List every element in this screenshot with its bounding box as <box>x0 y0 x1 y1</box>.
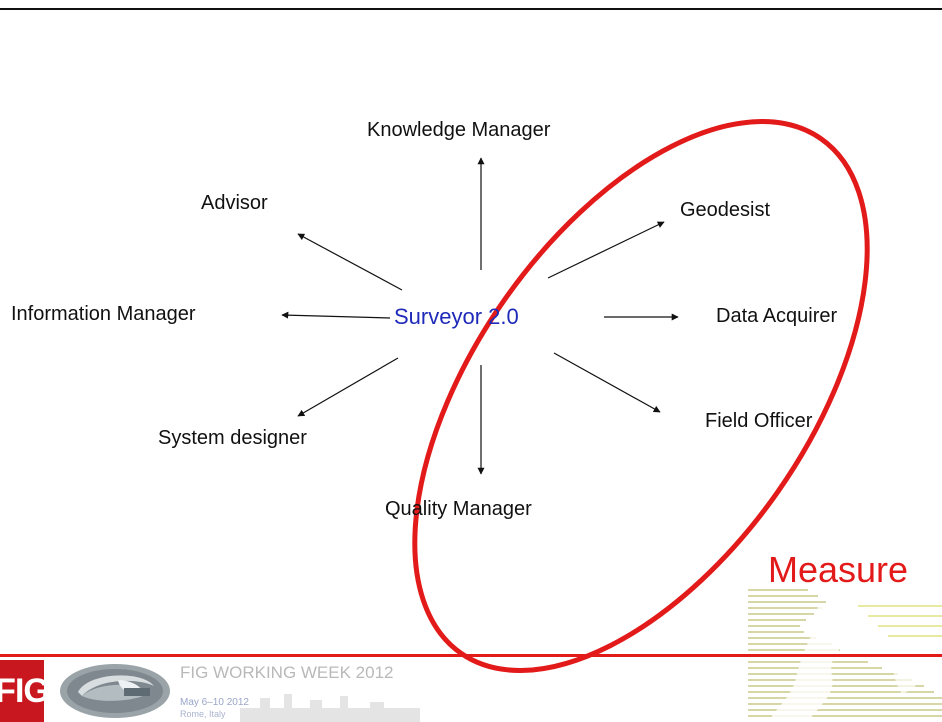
arrow-to-system-designer <box>297 357 399 417</box>
center-surveyor: Surveyor 2.0 <box>394 304 519 329</box>
colosseum-emblem-icon <box>58 662 172 720</box>
role-geodesist: Geodesist <box>680 199 771 221</box>
measure-label: Measure <box>768 549 909 590</box>
role-knowledge-manager: Knowledge Manager <box>367 119 551 141</box>
role-information-manager: Information Manager <box>11 303 196 325</box>
role-system-designer: System designer <box>158 427 307 449</box>
event-dates: May 6–10 2012 <box>180 697 249 708</box>
event-place: Rome, Italy <box>180 709 226 719</box>
role-quality-manager: Quality Manager <box>385 498 532 520</box>
arrow-to-advisor <box>297 233 403 291</box>
footer-rule <box>0 654 942 657</box>
ruins-background-icon <box>240 690 420 722</box>
measure-highlight-ellipse <box>412 119 870 673</box>
top-rule <box>0 8 942 10</box>
arrow-to-information-manager <box>281 311 391 319</box>
arrow-to-geodesist <box>547 221 665 279</box>
role-advisor: Advisor <box>201 192 268 214</box>
role-data-acquirer: Data Acquirer <box>716 305 838 327</box>
role-field-officer: Field Officer <box>705 410 813 432</box>
fig-logo: FIG <box>0 660 50 722</box>
event-title: FIG WORKING WEEK 2012 <box>180 663 394 682</box>
arrow-to-field-officer <box>553 352 661 413</box>
